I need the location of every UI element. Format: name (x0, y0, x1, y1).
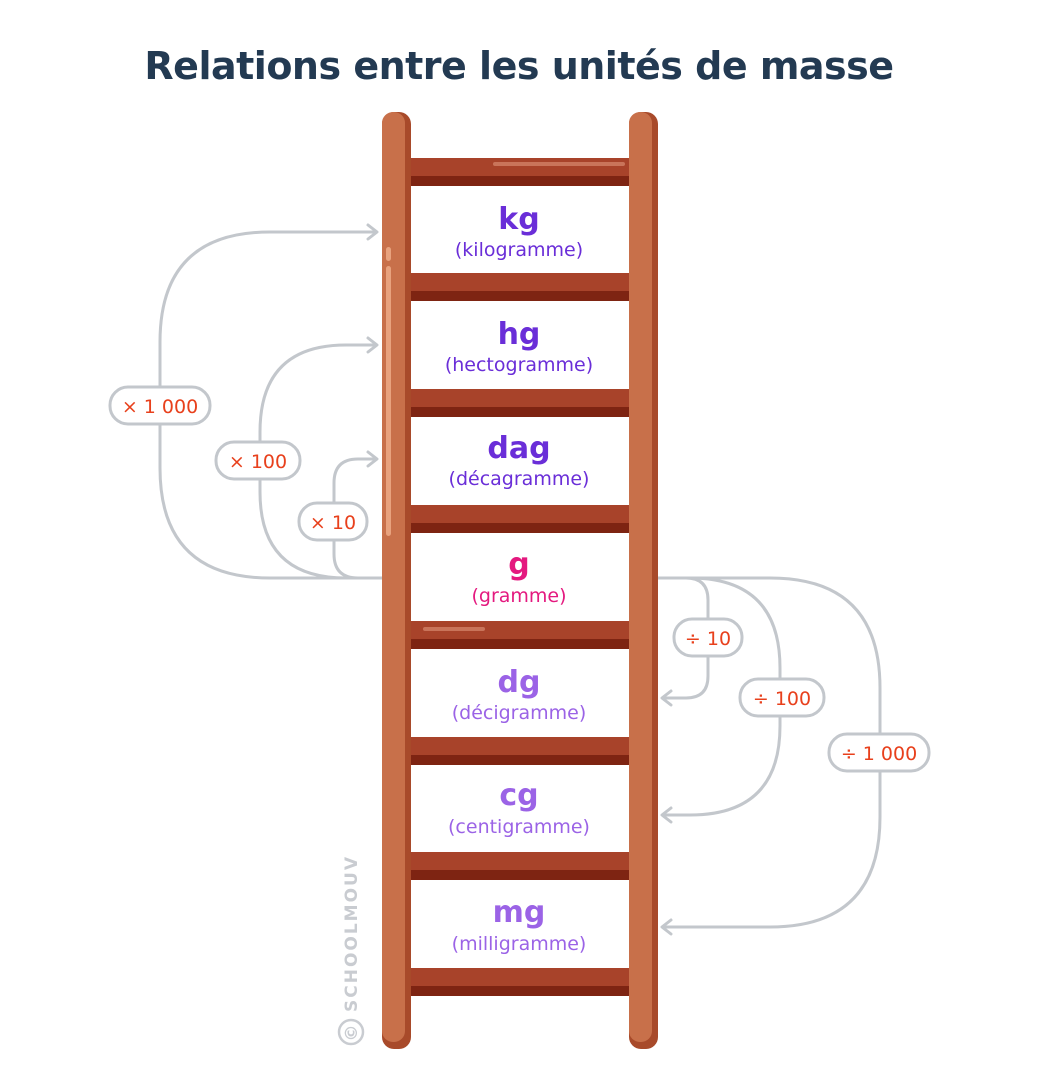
badge-x10-label: × 10 (310, 512, 356, 534)
unit-cg: cg (centigramme) (448, 778, 590, 838)
unit-hg-abbr: hg (498, 317, 541, 352)
ladder-rail-right (629, 112, 658, 1049)
badge-div10: ÷ 10 (672, 617, 744, 658)
badge-x100: × 100 (214, 440, 302, 481)
badge-x1000: × 1 000 (108, 385, 212, 426)
unit-dg-name: (décigramme) (452, 702, 587, 724)
badge-div100: ÷ 100 (738, 677, 826, 718)
unit-kg-abbr: kg (498, 202, 539, 237)
factor-badges: × 1 000 × 100 × 10 ÷ 10 ÷ 100 ÷ 1 000 (108, 385, 931, 773)
badge-x10: × 10 (297, 501, 369, 542)
ladder-rungs (396, 158, 644, 996)
unit-kg-name: (kilogramme) (455, 239, 583, 261)
unit-mg-abbr: mg (493, 895, 546, 930)
badge-x1000-label: × 1 000 (122, 396, 198, 418)
unit-g-name: (gramme) (471, 585, 566, 607)
unit-labels: kg (kilogramme) hg (hectogramme) dag (dé… (445, 202, 593, 955)
unit-mg-name: (milligramme) (452, 933, 587, 955)
unit-dg-abbr: dg (498, 665, 541, 700)
unit-cg-name: (centigramme) (448, 816, 590, 838)
arrow-x10-head (366, 450, 379, 468)
unit-hg: hg (hectogramme) (445, 317, 593, 376)
ladder (382, 112, 658, 1049)
unit-dag: dag (décagramme) (449, 431, 590, 490)
arrow-div1000-head (660, 918, 673, 936)
badge-div10-label: ÷ 10 (685, 628, 731, 650)
arrow-div10-head (660, 689, 673, 707)
unit-dag-name: (décagramme) (449, 468, 590, 490)
unit-dag-abbr: dag (487, 431, 550, 466)
unit-g: g (gramme) (471, 547, 566, 607)
arrow-div100-head (660, 806, 673, 824)
badge-x100-label: × 100 (229, 451, 287, 473)
unit-hg-name: (hectogramme) (445, 354, 593, 376)
ladder-rail-left (382, 112, 411, 1049)
watermark-text: SCHOOLMOUV (342, 855, 362, 1012)
copyright-icon: © (342, 1023, 362, 1042)
badge-div1000-label: ÷ 1 000 (841, 743, 917, 765)
page-title: Relations entre les unités de masse (144, 44, 894, 88)
badge-div1000: ÷ 1 000 (827, 732, 931, 773)
unit-g-abbr: g (508, 547, 529, 582)
arrow-x100-head (366, 336, 379, 354)
unit-mg: mg (milligramme) (452, 895, 587, 955)
watermark: © SCHOOLMOUV (337, 855, 365, 1046)
unit-cg-abbr: cg (499, 778, 538, 813)
arrow-x1000-head (366, 223, 379, 241)
unit-kg: kg (kilogramme) (455, 202, 583, 261)
unit-dg: dg (décigramme) (452, 665, 587, 724)
badge-div100-label: ÷ 100 (753, 688, 811, 710)
